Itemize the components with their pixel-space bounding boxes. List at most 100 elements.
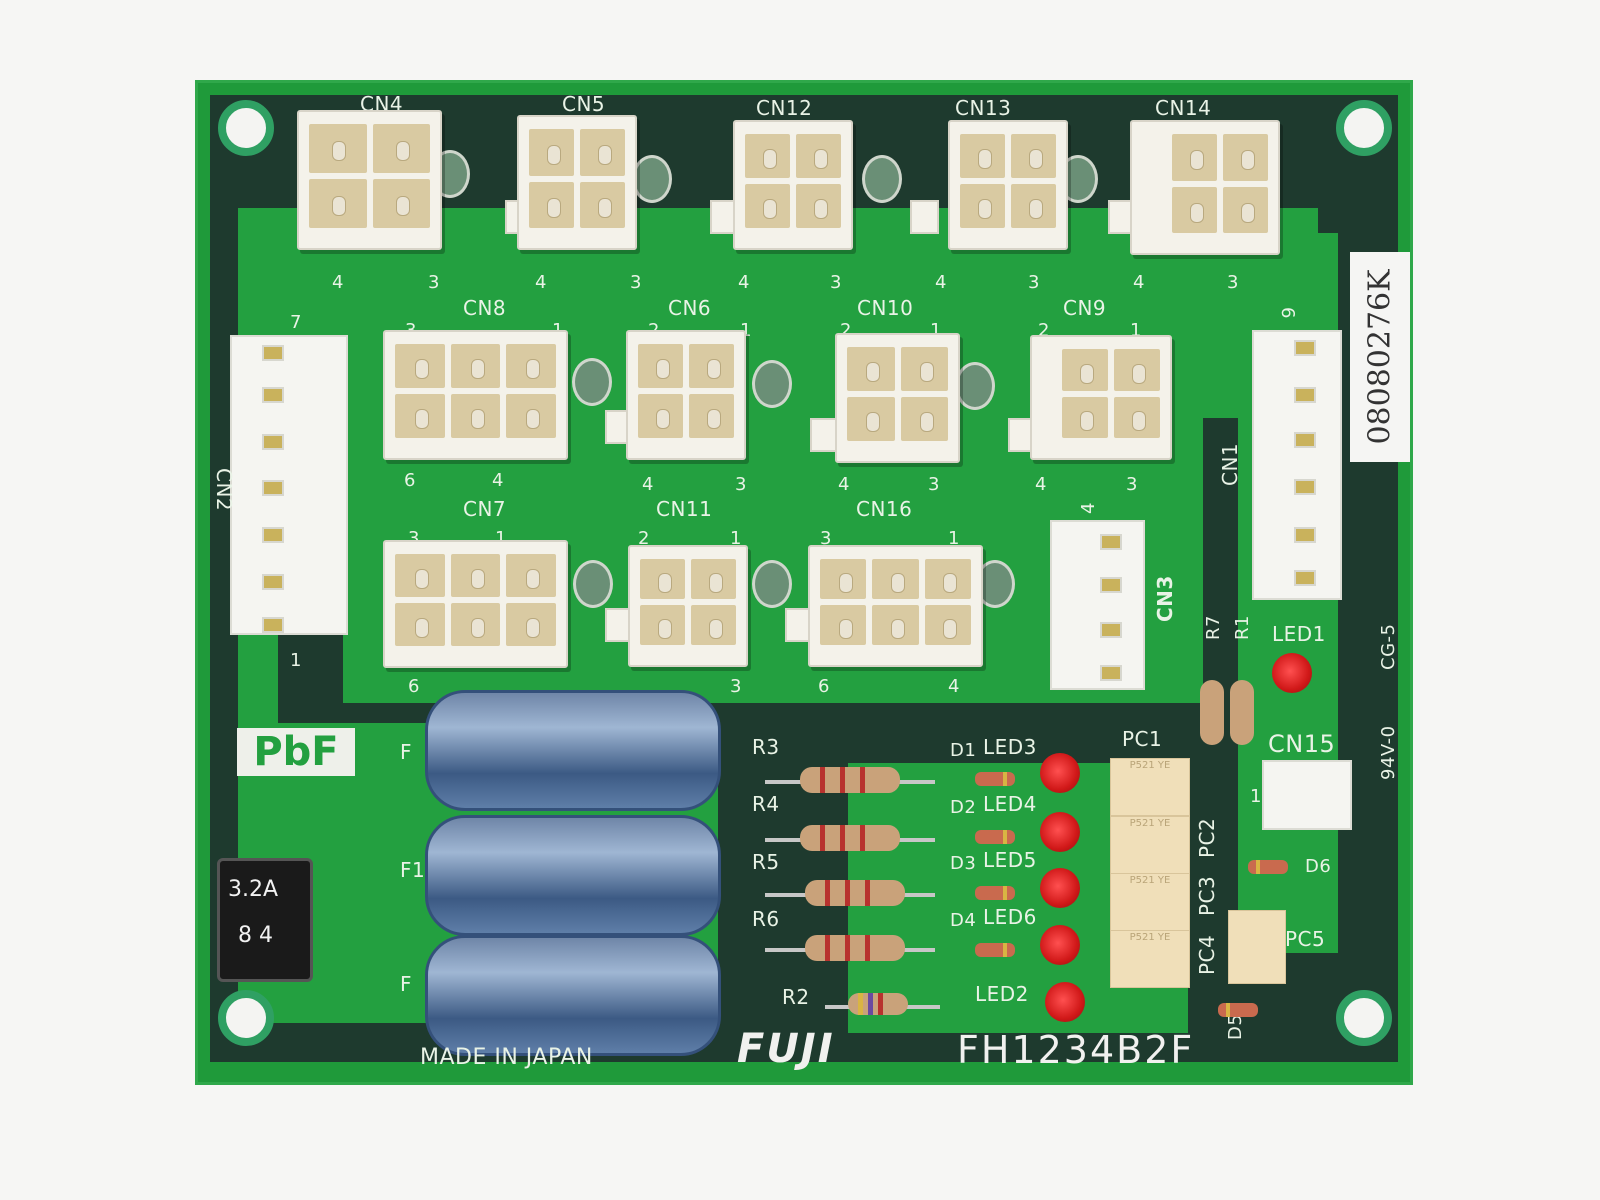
- pin-number: 1: [1130, 320, 1142, 341]
- locating-peg: [752, 560, 792, 608]
- connector-housing: [808, 545, 983, 667]
- header-label: CN15: [1268, 730, 1336, 758]
- resistor: [1200, 680, 1224, 745]
- diode-label: D5: [1225, 1013, 1246, 1040]
- pin-number: 7: [290, 312, 302, 333]
- led-indicator: [1040, 753, 1080, 793]
- pin-number: 4: [1035, 474, 1047, 495]
- led-indicator: [1272, 653, 1312, 693]
- pin-number: 1: [290, 650, 302, 671]
- pin-number: 6: [818, 676, 830, 697]
- led-label: LED4: [983, 792, 1037, 816]
- diode-label: D6: [1305, 856, 1332, 877]
- pin-number: 3: [820, 528, 832, 549]
- mounting-hole: [1336, 100, 1392, 156]
- connector-label: CN16: [856, 497, 913, 521]
- resistor-label: R7: [1203, 615, 1224, 640]
- diode-label: D3: [950, 853, 977, 874]
- pin-number: 4: [642, 474, 654, 495]
- diode: [1218, 1003, 1258, 1017]
- pin-number: 2: [840, 320, 852, 341]
- connector-housing: [383, 330, 568, 460]
- fuse-label: F1: [400, 858, 426, 882]
- pin-number: 3: [1028, 272, 1040, 293]
- connector-label: CN6: [668, 296, 712, 320]
- diode: [975, 830, 1015, 844]
- connector-housing: [628, 545, 748, 667]
- header-housing: [1252, 330, 1342, 600]
- pin-number: 3: [630, 272, 642, 293]
- resistor: [805, 935, 905, 961]
- fuse-cover: [425, 815, 721, 936]
- pin-number: 4: [948, 676, 960, 697]
- pin-number: 4: [332, 272, 344, 293]
- resistor: [800, 825, 900, 851]
- pin-number: 4: [492, 470, 504, 491]
- pin-number: 2: [638, 528, 650, 549]
- resistor: [805, 880, 905, 906]
- resistor-label: R2: [782, 985, 810, 1009]
- led-label: LED6: [983, 905, 1037, 929]
- pin-number: 6: [1277, 307, 1298, 319]
- connector-label: CN12: [756, 96, 813, 120]
- pin-number: 3: [830, 272, 842, 293]
- diode-label: D1: [950, 740, 977, 761]
- brand-logo: FUJI: [737, 1026, 835, 1072]
- diode: [1248, 860, 1288, 874]
- connector-label: CN5: [562, 92, 606, 116]
- locating-peg: [632, 155, 672, 203]
- pin-number: 1: [930, 320, 942, 341]
- connector-label: CN14: [1155, 96, 1212, 120]
- pin-number: 1: [948, 528, 960, 549]
- led-label: LED1: [1272, 622, 1326, 646]
- header-label: CN3: [1153, 575, 1177, 622]
- flammability-mark: 94V-0: [1378, 725, 1399, 780]
- led-indicator: [1045, 982, 1085, 1022]
- led-label: LED2: [975, 982, 1029, 1006]
- connector-latch: [910, 200, 939, 234]
- small-fuse: 3.2A 8 4: [217, 858, 313, 982]
- pin-number: 3: [428, 272, 440, 293]
- connector-housing: [297, 110, 442, 250]
- connector-housing: [517, 115, 637, 250]
- connector-label: CN10: [857, 296, 914, 320]
- connector-housing: [733, 120, 853, 250]
- photocoupler: P521 YE: [1110, 873, 1190, 931]
- resistor-label: R1: [1232, 615, 1253, 640]
- diode: [975, 772, 1015, 786]
- photocoupler: P521 YE: [1110, 816, 1190, 874]
- connector-housing: [835, 333, 960, 463]
- locating-peg: [955, 362, 995, 410]
- fuse-label: F: [400, 740, 413, 764]
- header-housing: [230, 335, 348, 635]
- resistor-label: R6: [752, 907, 780, 931]
- pin-number: 4: [838, 474, 850, 495]
- pin-number: 3: [408, 528, 420, 549]
- fuse-code: 8 4: [238, 923, 273, 948]
- diode: [975, 943, 1015, 957]
- pin-number: 4: [1133, 272, 1145, 293]
- connector-label: CN9: [1063, 296, 1107, 320]
- pin-number: 1: [1250, 786, 1262, 807]
- locating-peg: [572, 358, 612, 406]
- photocoupler-label: PC2: [1195, 817, 1219, 858]
- photocoupler-label: PC5: [1285, 927, 1326, 951]
- pin-number: 3: [928, 474, 940, 495]
- locating-peg: [862, 155, 902, 203]
- pin-number: 6: [404, 470, 416, 491]
- pin-number: 2: [1038, 320, 1050, 341]
- connector-label: CN7: [463, 497, 507, 521]
- pin-number: 6: [408, 676, 420, 697]
- led-indicator: [1040, 925, 1080, 965]
- pin-number: 4: [1078, 502, 1099, 514]
- resistor-label: R4: [752, 792, 780, 816]
- mounting-hole: [1336, 990, 1392, 1046]
- connector-label: CN8: [463, 296, 507, 320]
- pin-number: 4: [535, 272, 547, 293]
- mounting-hole: [218, 990, 274, 1046]
- connector-housing: [948, 120, 1068, 250]
- resistor-label: R3: [752, 735, 780, 759]
- resistor-label: R5: [752, 850, 780, 874]
- connector-housing: [1130, 120, 1280, 255]
- pin-number: 1: [495, 528, 507, 549]
